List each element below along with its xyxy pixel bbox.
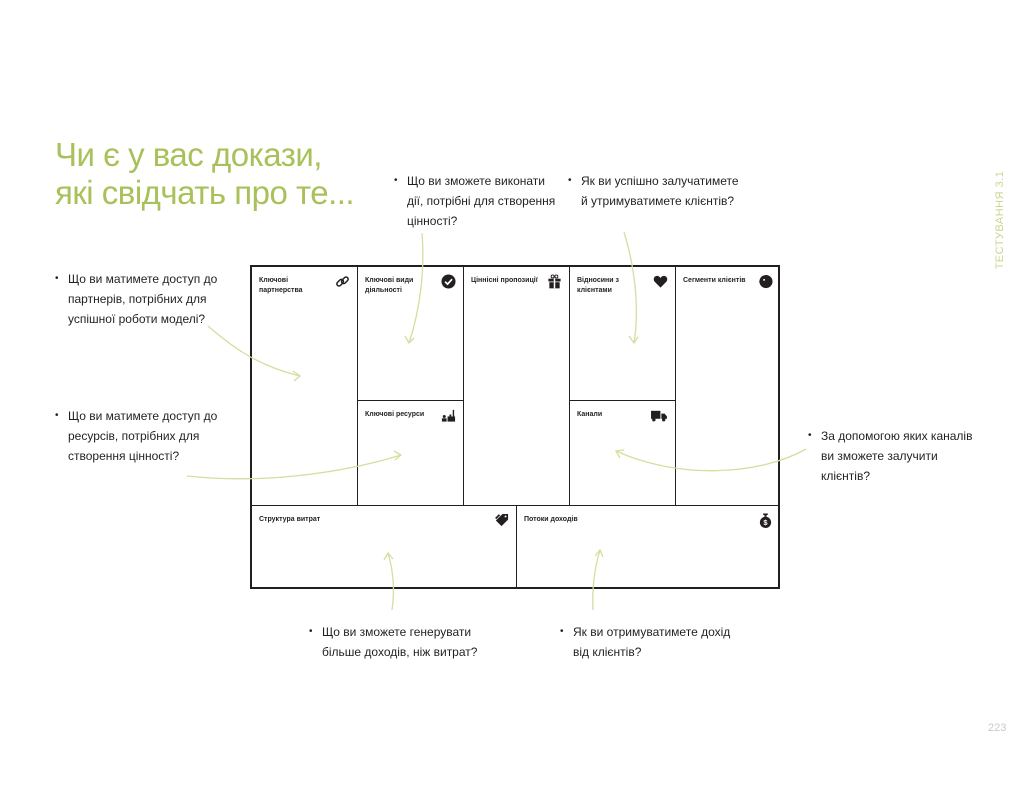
question-cost-structure: • Що ви зможете генерувати більше доході… — [309, 622, 478, 662]
money-bag-icon: $ — [759, 513, 772, 528]
cell-customer-segments: Сегменти клієнтів — [676, 267, 780, 506]
bullet: • — [808, 430, 812, 441]
cell-cost-structure: Структура витрат — [252, 506, 517, 589]
cell-label: Ключові види діяльності — [365, 277, 414, 294]
title-line-1: Чи є у вас докази, — [55, 136, 322, 173]
cell-value-propositions: Ціннісні пропозиції — [464, 267, 570, 506]
link-icon — [336, 276, 349, 287]
question-text: Що ви матимете доступ до партнерів, потр… — [68, 272, 218, 326]
question-text: Що ви зможете генерувати більше доходів,… — [322, 625, 478, 659]
question-channels: • За допомогою яких каналів ви зможете з… — [808, 426, 973, 486]
bullet: • — [55, 410, 59, 421]
price-tag-icon — [495, 513, 509, 527]
bullet: • — [568, 175, 572, 186]
cell-label: Ключові ресурси — [365, 411, 425, 418]
question-key-activities: • Що ви зможете виконати дії, потрібні д… — [394, 171, 556, 231]
bullet: • — [55, 273, 59, 284]
heart-icon — [653, 275, 668, 288]
cell-label: Ціннісні пропозиції — [471, 277, 538, 284]
truck-icon — [651, 410, 667, 422]
cell-key-partners: Ключові партнерства — [252, 267, 358, 506]
cell-label: Ключові партнерства — [259, 277, 303, 294]
cell-label: Структура витрат — [259, 516, 321, 523]
business-model-canvas: Ключові партнерства Ключові види діяльно… — [250, 265, 780, 589]
gift-icon — [548, 274, 561, 289]
checkmark-circle-icon — [441, 274, 456, 289]
cell-label: Відносини з клієнтами — [577, 277, 620, 294]
question-customer-relationships: • Як ви успішно залучатимете й утримуват… — [568, 171, 739, 211]
section-tag-text: ТЕСТУВАННЯ 3.1 — [994, 170, 1006, 270]
cell-key-activities: Ключові види діяльності — [358, 267, 464, 401]
question-text: Як ви отримуватимете дохід від клієнтів? — [573, 625, 731, 659]
cell-revenue-streams: Потоки доходів $ — [517, 506, 780, 589]
question-key-partners: • Що ви матимете доступ до партнерів, по… — [55, 269, 218, 329]
cell-label: Потоки доходів — [524, 516, 578, 523]
bullet: • — [560, 626, 564, 637]
cell-channels: Канали — [570, 401, 676, 506]
question-text: Що ви матимете доступ до ресурсів, потрі… — [68, 409, 218, 463]
face-icon — [758, 274, 773, 289]
cell-customer-relationships: Відносини з клієнтами — [570, 267, 676, 401]
question-key-resources: • Що ви матимете доступ до ресурсів, пот… — [55, 406, 218, 466]
bullet: • — [394, 175, 398, 186]
question-revenue-streams: • Як ви отримуватимете дохід від клієнті… — [560, 622, 731, 662]
question-text: Як ви успішно залучатимете й утримуватим… — [581, 174, 739, 208]
cell-label: Канали — [577, 411, 603, 418]
bullet: • — [309, 626, 313, 637]
page-number: 223 — [988, 722, 1007, 734]
title-line-2: які свідчать про те... — [55, 174, 355, 211]
cell-key-resources: Ключові ресурси — [358, 401, 464, 506]
page-title: Чи є у вас докази, які свідчать про те..… — [55, 136, 355, 212]
question-text: Що ви зможете виконати дії, потрібні для… — [407, 174, 556, 228]
svg-text:$: $ — [763, 518, 768, 527]
section-tag: ТЕСТУВАННЯ 3.1 — [990, 171, 1010, 270]
factory-icon — [441, 409, 456, 422]
question-text: За допомогою яких каналів ви зможете зал… — [821, 429, 973, 483]
cell-label: Сегменти клієнтів — [683, 277, 746, 284]
